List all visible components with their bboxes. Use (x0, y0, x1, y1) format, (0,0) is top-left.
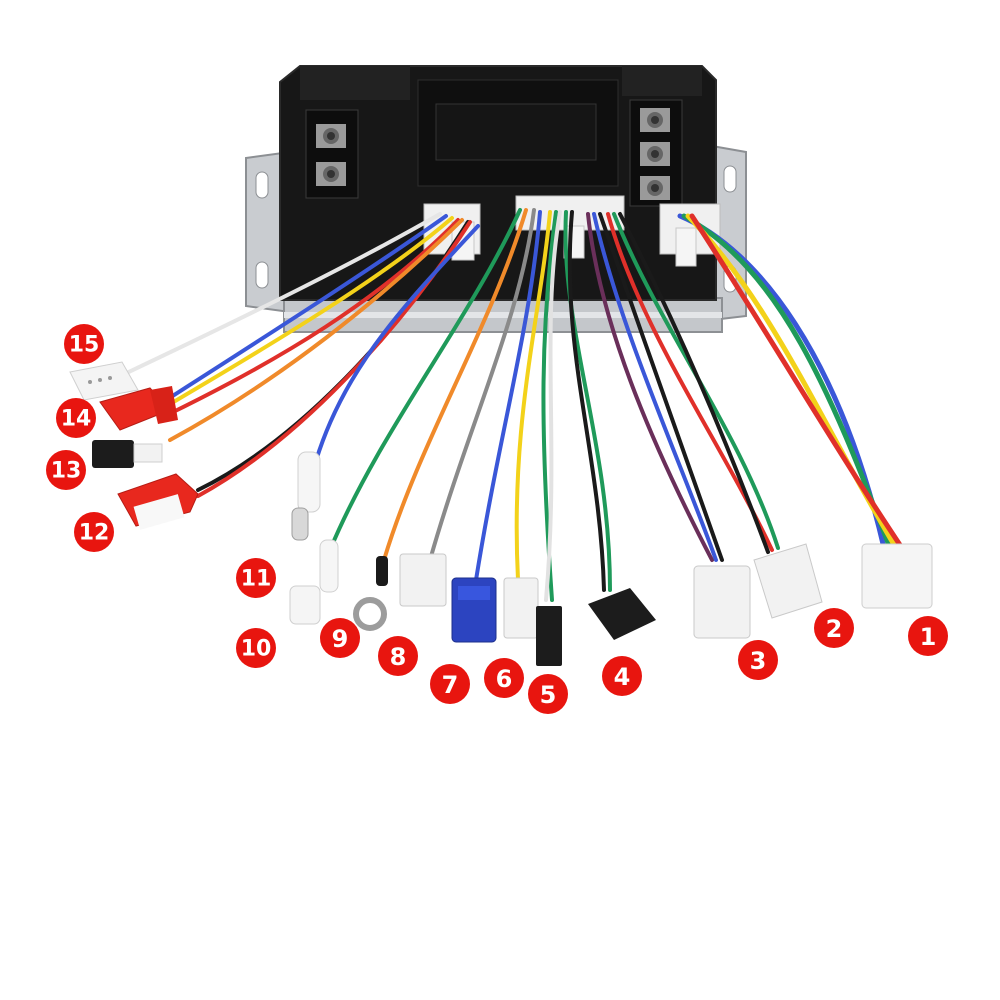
badge-4: 4 (602, 656, 642, 696)
terminal-bolt-3 (640, 108, 670, 132)
badge-label: 10 (241, 637, 272, 662)
connector-11 (291, 451, 321, 541)
connector-12 (117, 473, 199, 530)
connector-1 (861, 543, 933, 609)
badge-2: 2 (814, 608, 854, 648)
badge-10: 10 (236, 628, 276, 668)
badge-label: 4 (614, 663, 631, 691)
connector-13 (92, 440, 163, 468)
connector-14 (99, 386, 178, 431)
badge-circle (74, 512, 114, 552)
badge-circle (908, 616, 948, 656)
badge-circle (738, 640, 778, 680)
badge-label: 6 (496, 665, 513, 693)
connector-10 (289, 539, 339, 625)
connector-8 (399, 553, 447, 607)
badge-label: 14 (61, 407, 92, 432)
badge-label: 12 (79, 521, 110, 546)
terminal-bolt-4 (640, 142, 670, 166)
badge-1: 1 (908, 616, 948, 656)
badge-label: 5 (540, 681, 557, 709)
connector-7 (451, 577, 497, 643)
badge-circle (430, 664, 470, 704)
badge-circle (378, 636, 418, 676)
connector-4 (588, 588, 656, 640)
connector-6 (503, 577, 539, 639)
connector-5 (536, 606, 562, 666)
badge-circle (814, 608, 854, 648)
badge-label: 9 (332, 625, 349, 653)
connector-3 (693, 565, 751, 639)
badge-layer: 15 14 13 12 11 10 9 8 7 65 4 3 2 1 (46, 324, 948, 714)
badge-6: 6 (484, 658, 524, 698)
badge-label: 2 (826, 615, 843, 643)
badge-circle (236, 628, 276, 668)
badge-9: 9 (320, 618, 360, 658)
badge-circle (236, 558, 276, 598)
badge-circle (484, 658, 524, 698)
badge-circle (56, 398, 96, 438)
connector-9 (353, 556, 388, 631)
badge-label: 1 (920, 623, 937, 651)
connector-15 (69, 361, 139, 401)
badge-circle (602, 656, 642, 696)
badge-7: 7 (430, 664, 470, 704)
badge-8: 8 (378, 636, 418, 676)
badge-15: 15 (64, 324, 104, 364)
badge-label: 8 (390, 643, 407, 671)
badge-circle (64, 324, 104, 364)
badge-12: 12 (74, 512, 114, 552)
badge-13: 13 (46, 450, 86, 490)
badge-11: 11 (236, 558, 276, 598)
badge-label: 3 (750, 647, 767, 675)
badge-circle (320, 618, 360, 658)
badge-label: 11 (241, 567, 272, 592)
badge-3: 3 (738, 640, 778, 680)
terminal-bolt-1 (316, 124, 346, 148)
terminal-bolt-5 (640, 176, 670, 200)
badge-label: 15 (69, 333, 100, 358)
badge-label: 13 (51, 459, 82, 484)
connector-2 (753, 543, 823, 619)
badge-label: 7 (442, 671, 459, 699)
terminal-bolt-2 (316, 162, 346, 186)
wiring-harness (114, 208, 905, 602)
badge-circle (528, 674, 568, 714)
badge-5: 5 (528, 674, 568, 714)
badge-circle (46, 450, 86, 490)
badge-14: 14 (56, 398, 96, 438)
